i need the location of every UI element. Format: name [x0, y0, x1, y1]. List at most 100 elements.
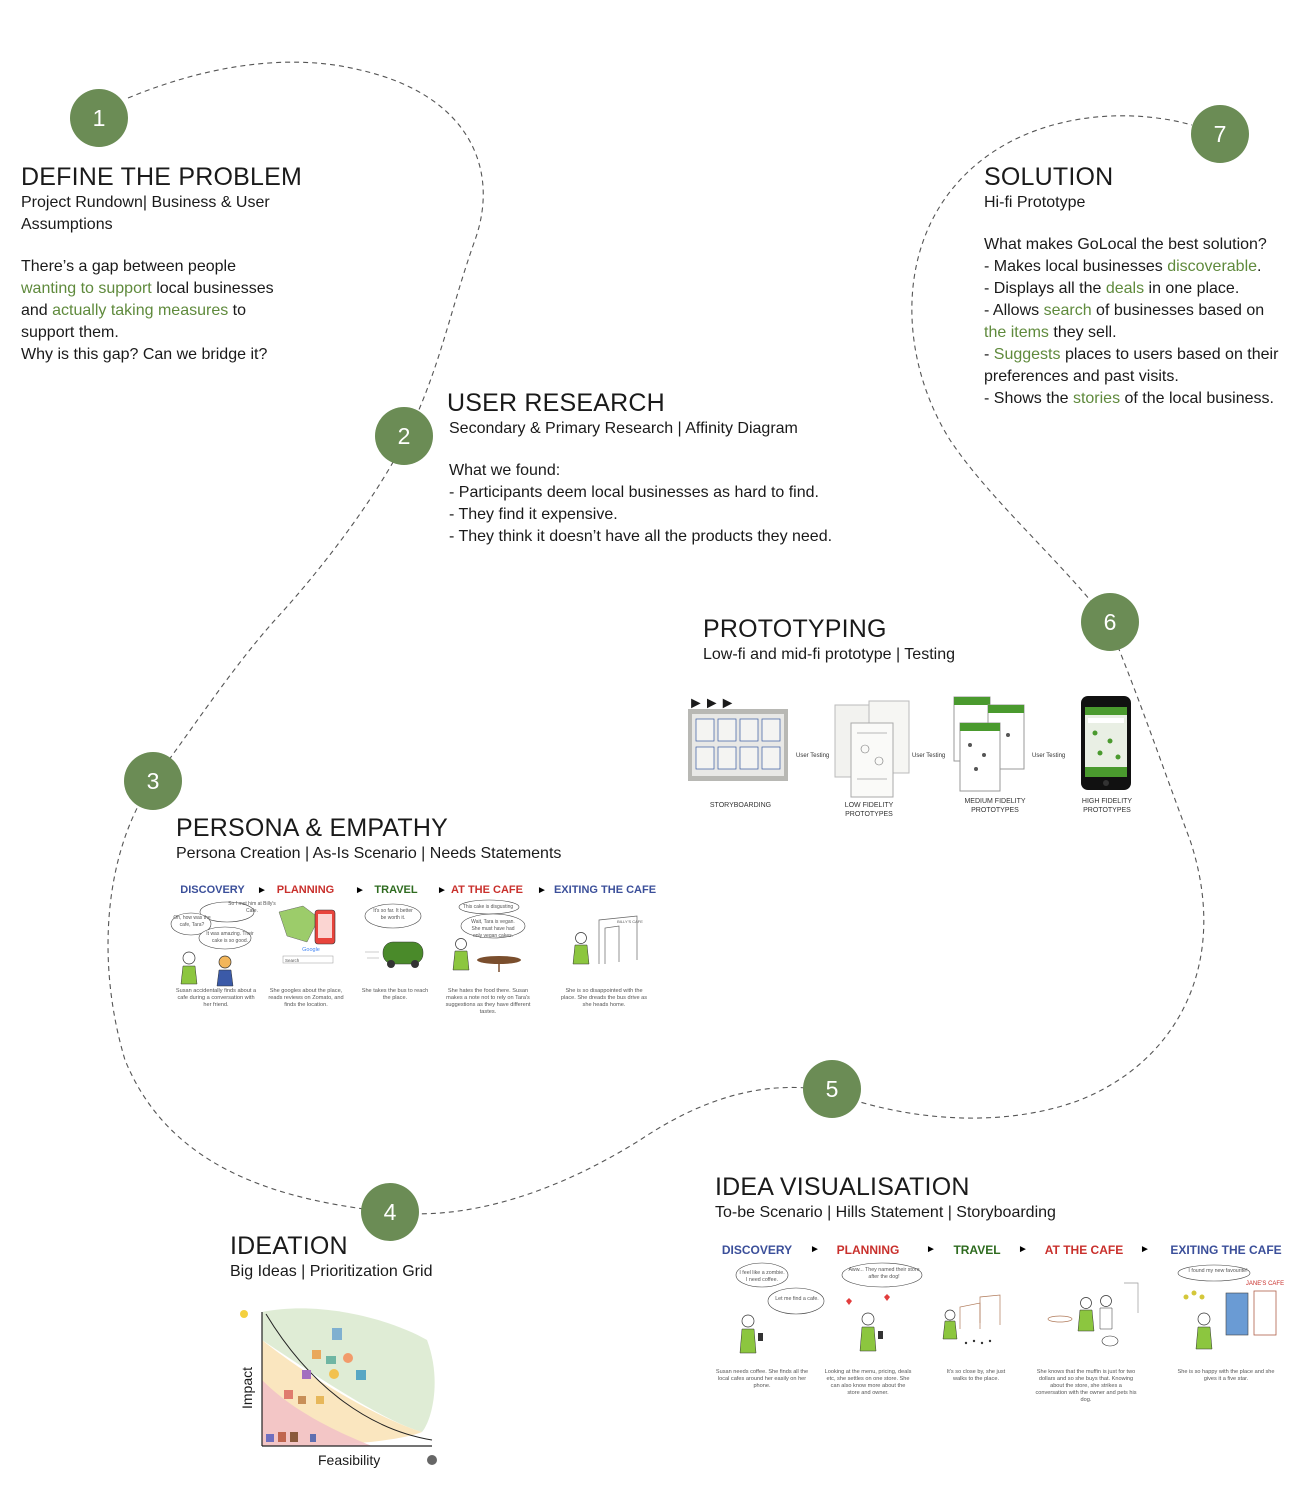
- persona-title: PERSONA & EMPATHY: [176, 814, 448, 842]
- arrow-icon: ►►►: [688, 695, 736, 712]
- prototype-flow: ►►► User Testing ►►► User Testing ►►► Us…: [688, 695, 1138, 820]
- heart-icon: [884, 1294, 890, 1301]
- panel-exiting-illustration: [1177, 1264, 1277, 1350]
- scenario-caption: Looking at the menu, pricing, deals etc,…: [824, 1369, 912, 1396]
- storyboard-photo: [688, 709, 788, 781]
- search-box-text: Search: [285, 958, 300, 963]
- heart-icon: [846, 1298, 852, 1305]
- define-title: DEFINE THE PROBLEM: [21, 163, 302, 191]
- y-axis-label: Impact: [239, 1366, 256, 1410]
- stage-discovery: DISCOVERY: [180, 884, 245, 896]
- scenario-bubble-text: Let me find a cafe.: [775, 1296, 819, 1302]
- low-fi-label: LOW FIDELITY PROTOTYPES: [844, 802, 894, 818]
- scenario-caption: She takes the bus to reach the place.: [361, 988, 429, 1001]
- persona-subtitle: Persona Creation | As-Is Scenario | Need…: [176, 845, 562, 862]
- arrow-icon: ►: [537, 885, 547, 896]
- prototyping-subtitle: Low-fi and mid-fi prototype | Testing: [703, 646, 955, 663]
- panel-travel-illustration: [364, 903, 424, 968]
- prioritization-grid: Impact Feasibility: [232, 1300, 462, 1475]
- solution-subtitle: Hi-fi Prototype: [984, 194, 1086, 211]
- solution-point: the items they sell.: [984, 324, 1117, 341]
- step-5-marker: 5: [803, 1060, 861, 1118]
- solution-point: preferences and past visits.: [984, 368, 1179, 385]
- money-bag-icon: [427, 1455, 437, 1465]
- mid-fi-label: MEDIUM FIDELITY PROTOTYPES: [964, 798, 1026, 814]
- panel-exiting-illustration: [572, 915, 638, 965]
- arrow-icon: ►: [355, 885, 365, 896]
- persona-bubble-text: Oh, how was the cafe, Tara?: [173, 915, 211, 928]
- research-finding: - Participants deem local businesses as …: [449, 484, 819, 501]
- idea-icons: [266, 1328, 366, 1442]
- solution-section: SOLUTION Hi-fi Prototype What makes GoLo…: [984, 162, 1304, 410]
- prototyping-title: PROTOTYPING: [703, 615, 887, 643]
- scenario-caption: She googles about the place, reads revie…: [268, 988, 344, 1008]
- research-heading: What we found:: [449, 462, 561, 479]
- stage-at-the-cafe: AT THE CAFE: [1044, 1243, 1124, 1257]
- step-4-marker: 4: [361, 1183, 419, 1241]
- panel-planning-illustration: [278, 905, 336, 964]
- lightbulb-icon: [240, 1310, 248, 1318]
- define-line-2: wanting to support local businesses: [21, 280, 274, 297]
- define-subtitle: Project Rundown| Business & User Assumpt…: [21, 194, 270, 233]
- research-finding: - They think it doesn’t have all the pro…: [449, 528, 833, 545]
- idea-visualisation-section: IDEA VISUALISATION To-be Scenario | Hill…: [715, 1172, 1135, 1244]
- solution-title: SOLUTION: [984, 163, 1114, 191]
- x-axis-label: Feasibility: [318, 1452, 381, 1468]
- solution-point: - Makes local businesses discoverable.: [984, 258, 1262, 275]
- scenario-bubble-text: I feel like a zombie. I need coffee.: [739, 1270, 785, 1283]
- research-finding: - They find it expensive.: [449, 506, 618, 523]
- define-problem-section: DEFINE THE PROBLEM Project Rundown| Busi…: [21, 162, 341, 366]
- step-7-marker: 7: [1191, 105, 1249, 163]
- panel-cafe-illustration: [1047, 1282, 1139, 1347]
- scenario-caption: She is so happy with the place and she g…: [1177, 1369, 1275, 1382]
- storyboarding-label: STORYBOARDING: [709, 802, 772, 809]
- persona-bubble-text: It was amazing. Their cake is so good.: [206, 931, 254, 944]
- stage-discovery: DISCOVERY: [721, 1243, 793, 1257]
- arrow-icon: ►: [926, 1244, 936, 1255]
- stage-travel: TRAVEL: [953, 1243, 1001, 1257]
- arrow-icon: ►: [1140, 1244, 1150, 1255]
- stage-exiting-the-cafe: EXITING THE CAFE: [553, 884, 657, 896]
- step-6-marker: 6: [1081, 593, 1139, 651]
- research-title: USER RESEARCH: [447, 389, 665, 417]
- prototyping-section: PROTOTYPING Low-fi and mid-fi prototype …: [703, 614, 1123, 686]
- scenario-caption: Susan needs coffee. She finds all the lo…: [715, 1369, 809, 1389]
- as-is-scenario-storyboard: DISCOVERY ► PLANNING ► TRAVEL ► AT THE C…: [165, 884, 665, 1024]
- persona-bubble-text: It's so far. It better be worth it.: [373, 908, 413, 921]
- step-2-marker: 2: [375, 407, 433, 465]
- arrow-icon: ►: [810, 1244, 820, 1255]
- to-be-scenario-storyboard: DISCOVERY ► PLANNING ► TRAVEL ► AT THE C…: [712, 1243, 1302, 1418]
- stage-exiting-the-cafe: EXITING THE CAFE: [1170, 1243, 1282, 1257]
- user-testing-label: User Testing: [1032, 753, 1066, 759]
- research-subtitle: Secondary & Primary Research | Affinity …: [449, 420, 798, 437]
- panel-cafe-illustration: [452, 899, 526, 972]
- arrow-icon: ►: [1018, 1244, 1028, 1255]
- solution-point: - Suggests places to users based on thei…: [984, 346, 1279, 363]
- user-testing-label: User Testing: [912, 753, 946, 759]
- hi-fi-phone: [1081, 696, 1131, 790]
- ideation-subtitle: Big Ideas | Prioritization Grid: [230, 1263, 433, 1280]
- scenario-caption: It's so close by, she just walks to the …: [946, 1369, 1006, 1382]
- stage-planning: PLANNING: [276, 884, 335, 896]
- low-fi-sketches: [834, 700, 910, 798]
- panel-travel-illustration: [942, 1294, 1001, 1345]
- define-line-4: support them.: [21, 324, 119, 341]
- stage-at-the-cafe: AT THE CAFE: [451, 884, 523, 896]
- step-1-marker: 1: [70, 89, 128, 147]
- solution-point: - Allows search of businesses based on: [984, 302, 1265, 319]
- ideation-section: IDEATION Big Ideas | Prioritization Grid: [230, 1231, 510, 1303]
- panel-planning-illustration: [841, 1262, 923, 1352]
- visualisation-subtitle: To-be Scenario | Hills Statement | Story…: [715, 1204, 1056, 1221]
- solution-point: - Displays all the deals in one place.: [984, 280, 1240, 297]
- define-line-3: and actually taking measures to: [21, 302, 247, 319]
- solution-point: - Shows the stories of the local busines…: [984, 390, 1274, 407]
- define-line-5: Why is this gap? Can we bridge it?: [21, 346, 268, 363]
- cafe-sign-text: JANE'S CAFE: [1245, 1281, 1285, 1287]
- stage-planning: PLANNING: [836, 1243, 900, 1257]
- stage-travel: TRAVEL: [374, 884, 418, 896]
- google-logo-text: Google: [302, 947, 320, 953]
- persona-section: PERSONA & EMPATHY Persona Creation | As-…: [176, 813, 596, 885]
- arrow-icon: ►: [257, 885, 267, 896]
- dog-icon: [1101, 1335, 1119, 1347]
